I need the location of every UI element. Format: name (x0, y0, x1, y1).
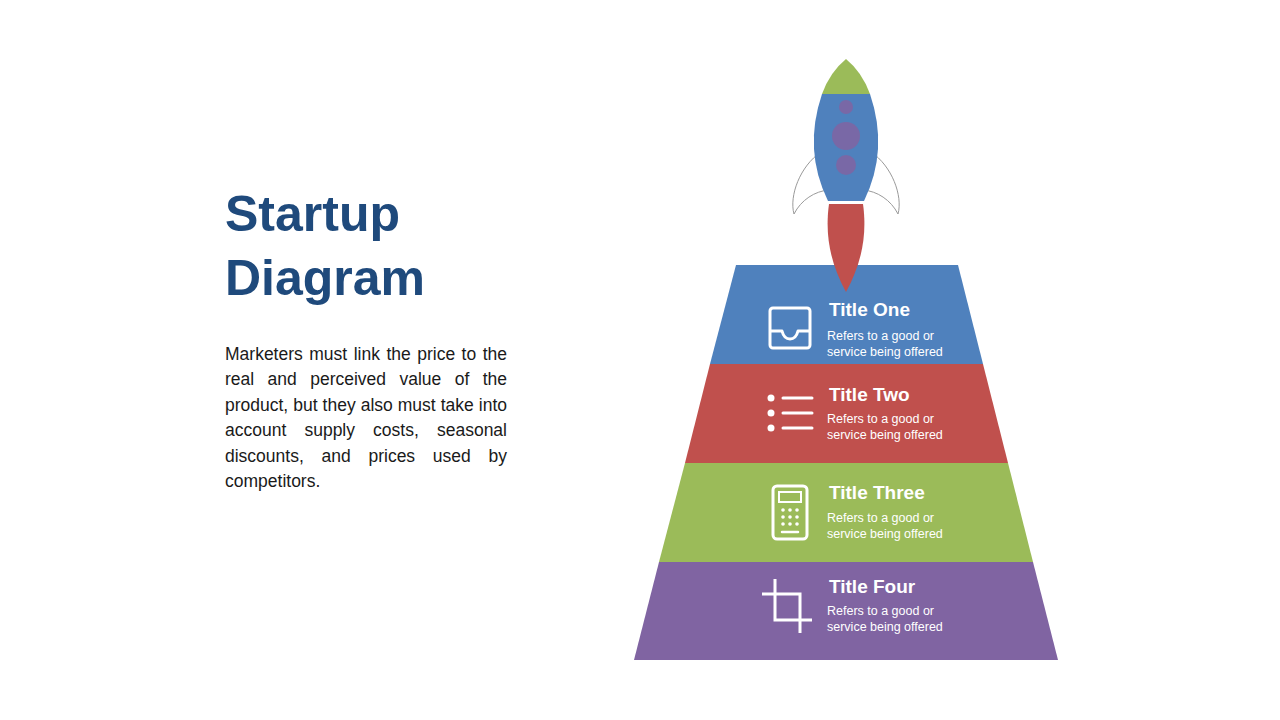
rocket-body (814, 94, 878, 201)
body-text: Marketers must link the price to the rea… (225, 342, 507, 494)
band-shape (659, 463, 1033, 562)
band-description: Refers to a good or service being offere… (827, 411, 949, 443)
band-description: Refers to a good or service being offere… (827, 328, 949, 360)
band-description: Refers to a good or service being offere… (827, 603, 949, 635)
rocket-window (836, 155, 856, 175)
band-title: Title Two (829, 384, 979, 406)
band-title: Title Four (829, 576, 979, 598)
band-shape (685, 364, 1008, 463)
pyramid-band: Title FourRefers to a good or service be… (634, 562, 1058, 660)
rocket-nose (822, 59, 870, 94)
rocket-window (832, 122, 860, 150)
band-description: Refers to a good or service being offere… (827, 510, 949, 542)
pyramid-band: Title ThreeRefers to a good or service b… (659, 463, 1033, 562)
rocket-fin (793, 152, 829, 214)
rocket-fin (863, 152, 899, 214)
slide-title: Startup Diagram (225, 182, 495, 310)
band-title: Title One (829, 299, 979, 321)
band-shape (634, 562, 1058, 660)
pyramid-band: Title OneRefers to a good or service bei… (710, 265, 983, 364)
pyramid-band: Title TwoRefers to a good or service bei… (685, 364, 1008, 463)
rocket-window (839, 100, 853, 114)
band-shape (710, 265, 983, 364)
band-title: Title Three (829, 482, 979, 504)
